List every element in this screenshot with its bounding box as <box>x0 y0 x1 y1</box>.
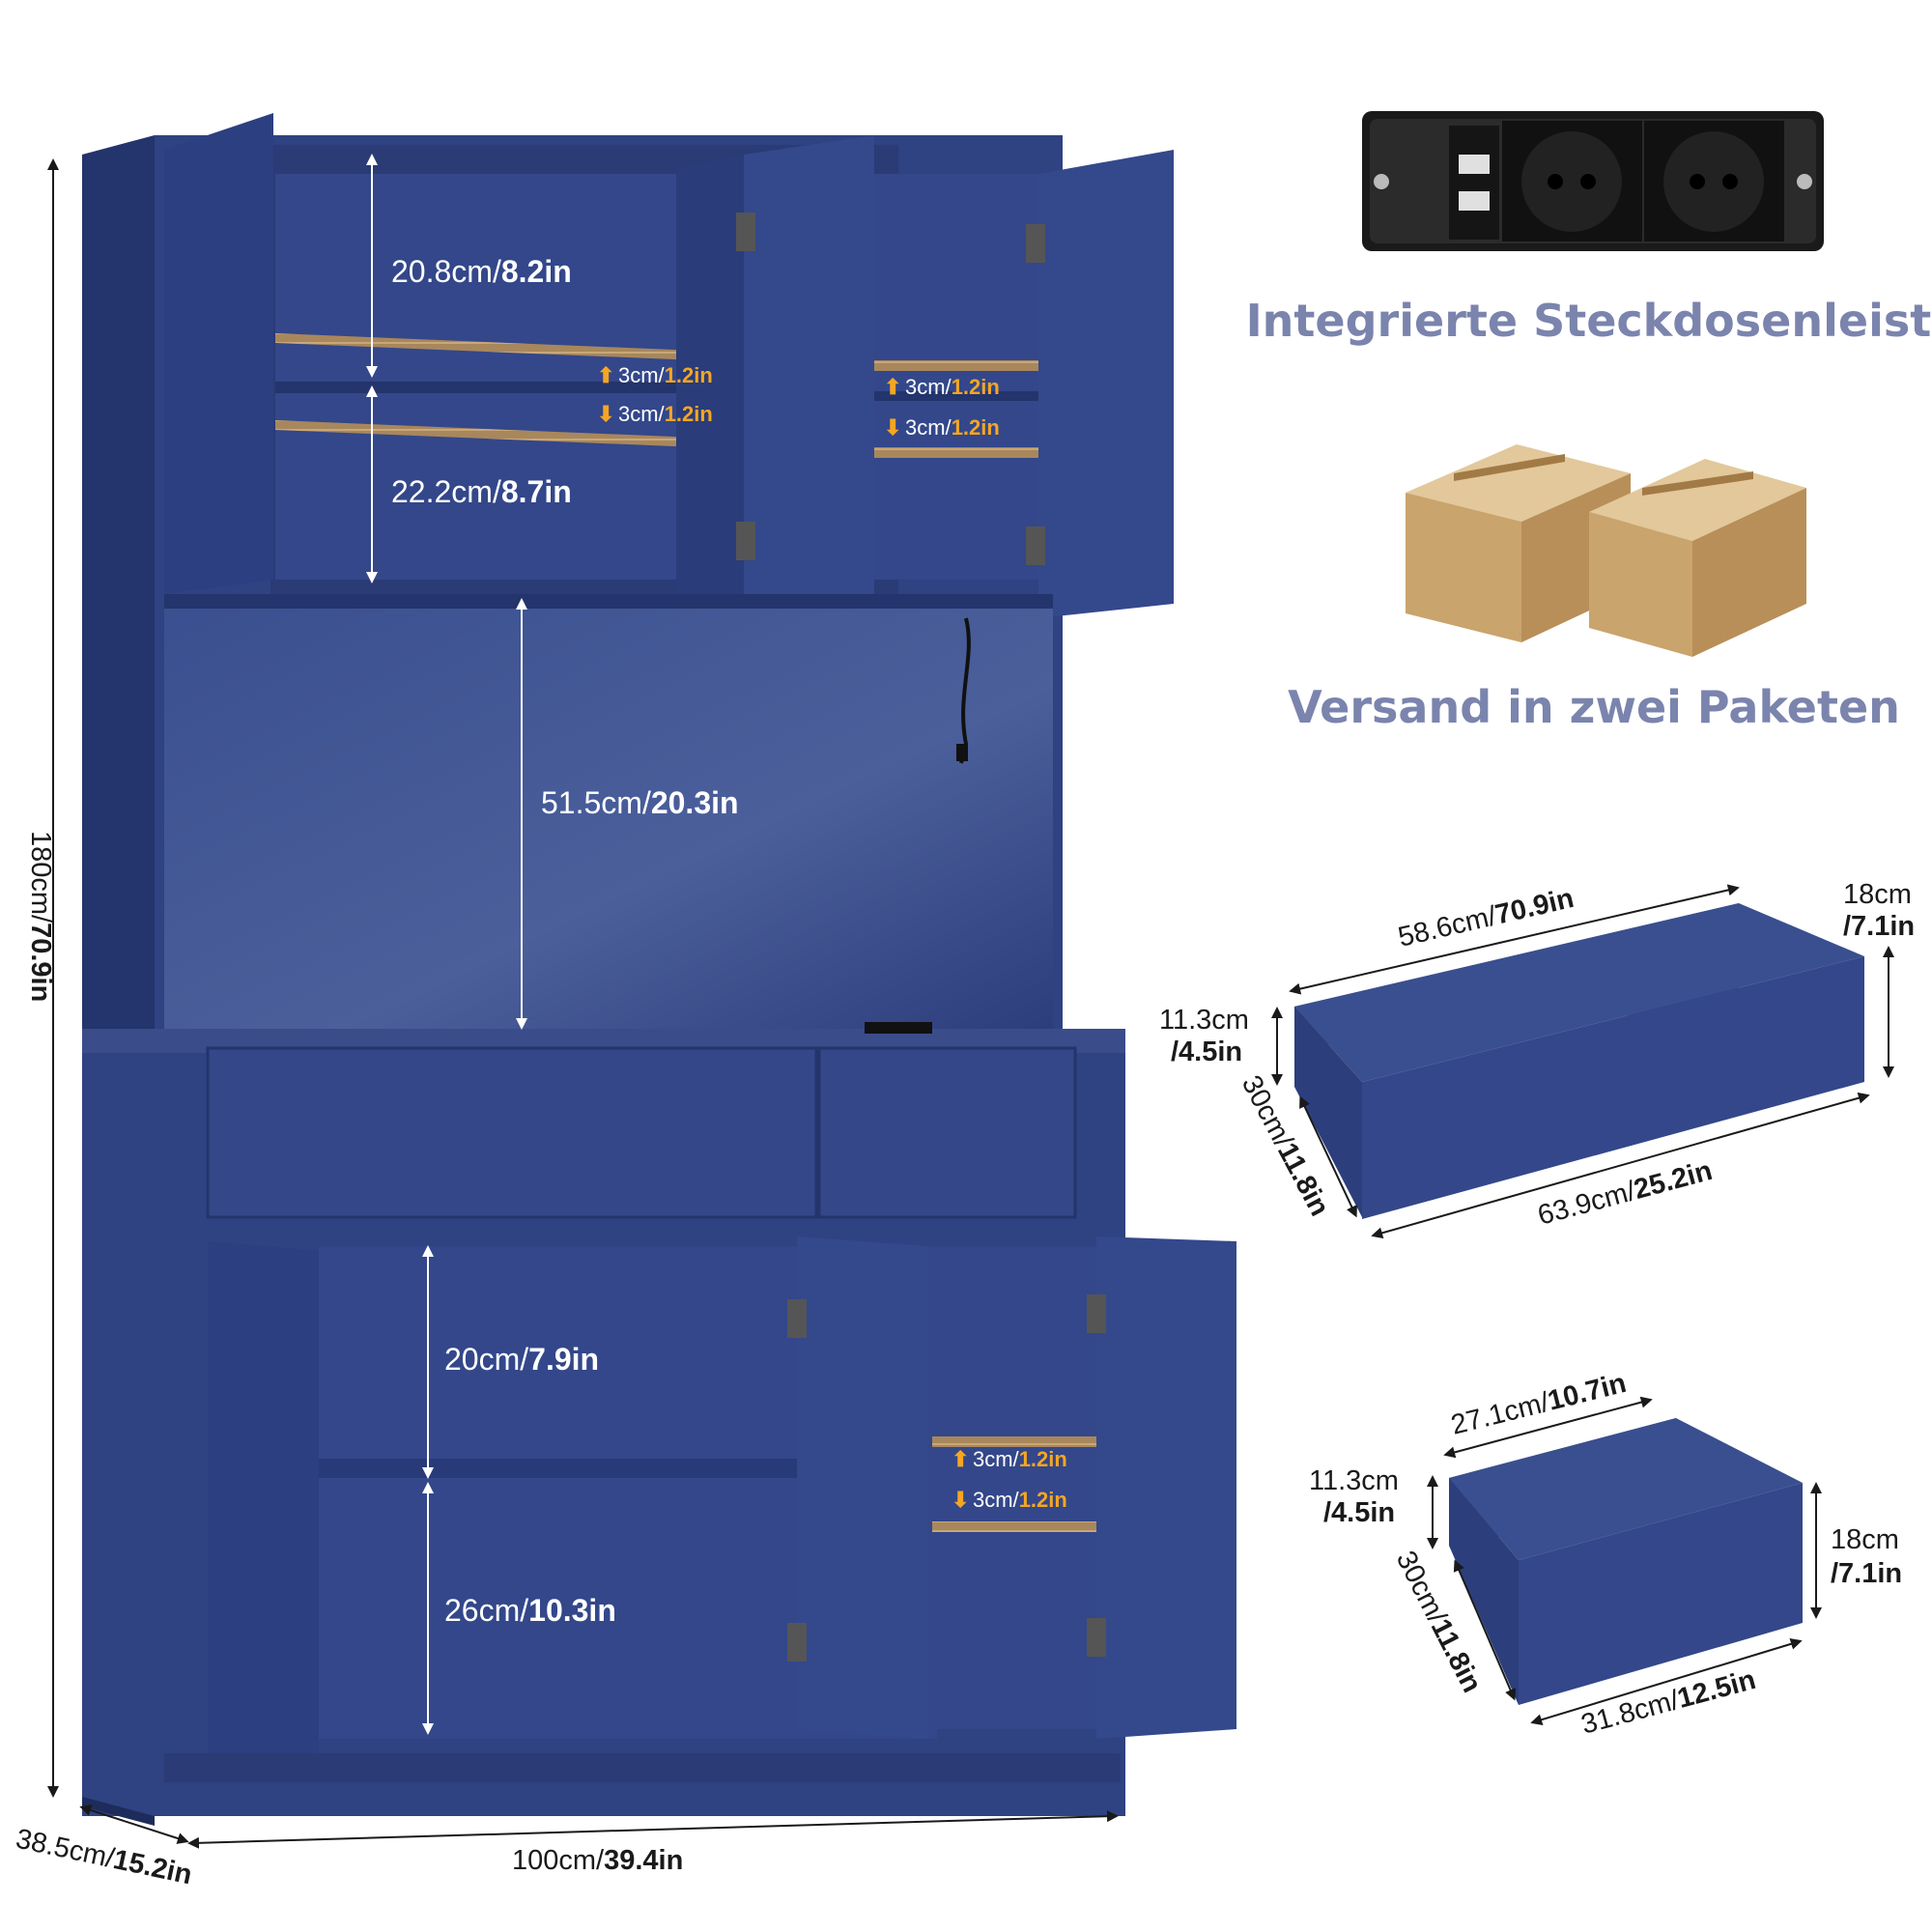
svg-text:11.3cm: 11.3cm <box>1159 1005 1249 1036</box>
lower-left-door <box>208 1241 319 1758</box>
middle-label: 51.5cm/20.3in <box>541 785 739 820</box>
svg-text:⬆: ⬆ <box>952 1447 969 1471</box>
height-label: 180cm/70.9in <box>25 831 56 1002</box>
drawer-large <box>1294 903 1864 1219</box>
shipping-caption: Versand in zwei Paketen <box>1288 681 1900 733</box>
svg-text:58.6cm/70.9in: 58.6cm/70.9in <box>1395 883 1577 953</box>
cabinet-dimensions: 180cm/70.9in 100cm/39.4in 38.5cm/15.2in … <box>14 154 1119 1891</box>
svg-text:3cm/1.2in: 3cm/1.2in <box>973 1488 1067 1512</box>
adjust-down-upper-right: ⬇ 3cm/1.2in <box>884 415 1000 440</box>
power-strip-caption: Integrierte Steckdosenleiste <box>1246 295 1932 347</box>
upper-right-door <box>1038 150 1174 618</box>
usb-port-icon <box>1459 155 1490 174</box>
svg-text:11.3cm: 11.3cm <box>1309 1465 1399 1496</box>
svg-text:3cm/1.2in: 3cm/1.2in <box>973 1447 1067 1471</box>
svg-text:18cm: 18cm <box>1843 879 1912 910</box>
svg-text:⬆: ⬆ <box>884 375 901 399</box>
svg-text:⬆: ⬆ <box>597 363 614 387</box>
drawer-front-large <box>206 1046 818 1219</box>
svg-text:3cm/1.2in: 3cm/1.2in <box>905 415 1000 440</box>
svg-text:/7.1in: /7.1in <box>1843 911 1915 942</box>
depth-label: 38.5cm/15.2in <box>14 1824 195 1891</box>
power-strip <box>1362 111 1824 251</box>
upper-top-label: 20.8cm/8.2in <box>391 254 572 289</box>
svg-text:⬇: ⬇ <box>952 1488 969 1512</box>
lower-top-label: 20cm/7.9in <box>444 1342 599 1377</box>
svg-text:/4.5in: /4.5in <box>1323 1497 1395 1528</box>
upper-left-door <box>164 113 273 594</box>
upper-bottom-label: 22.2cm/8.7in <box>391 474 572 509</box>
svg-text:/7.1in: /7.1in <box>1831 1558 1902 1589</box>
svg-text:3cm/1.2in: 3cm/1.2in <box>618 363 713 387</box>
svg-text:/4.5in: /4.5in <box>1171 1037 1242 1067</box>
adjust-up-lower: ⬆ 3cm/1.2in <box>952 1447 1067 1471</box>
package-box-icon <box>1589 459 1806 657</box>
width-label: 100cm/39.4in <box>512 1845 683 1876</box>
svg-text:⬇: ⬇ <box>884 415 901 440</box>
adjust-down-upper-left: ⬇ 3cm/1.2in <box>597 402 713 426</box>
socket-icon <box>1502 121 1642 242</box>
drawer-small <box>1449 1418 1803 1705</box>
drawer-front-small <box>817 1046 1077 1219</box>
screw-icon <box>1797 174 1812 189</box>
socket-icon <box>1644 121 1784 242</box>
adjust-up-upper-right: ⬆ 3cm/1.2in <box>884 375 1000 399</box>
lower-right-door <box>1096 1236 1236 1739</box>
upper-middle-door <box>744 135 874 609</box>
svg-text:3cm/1.2in: 3cm/1.2in <box>618 402 713 426</box>
adjust-down-lower: ⬇ 3cm/1.2in <box>952 1488 1067 1512</box>
svg-text:63.9cm/25.2in: 63.9cm/25.2in <box>1535 1155 1716 1232</box>
screw-icon <box>1374 174 1389 189</box>
lower-middle-door <box>797 1236 927 1739</box>
svg-text:⬇: ⬇ <box>597 402 614 426</box>
adjust-up-upper-left: ⬆ 3cm/1.2in <box>597 363 713 387</box>
svg-text:3cm/1.2in: 3cm/1.2in <box>905 375 1000 399</box>
svg-text:18cm: 18cm <box>1831 1524 1899 1555</box>
usb-port-icon <box>1459 191 1490 211</box>
lower-bottom-label: 26cm/10.3in <box>444 1593 616 1628</box>
